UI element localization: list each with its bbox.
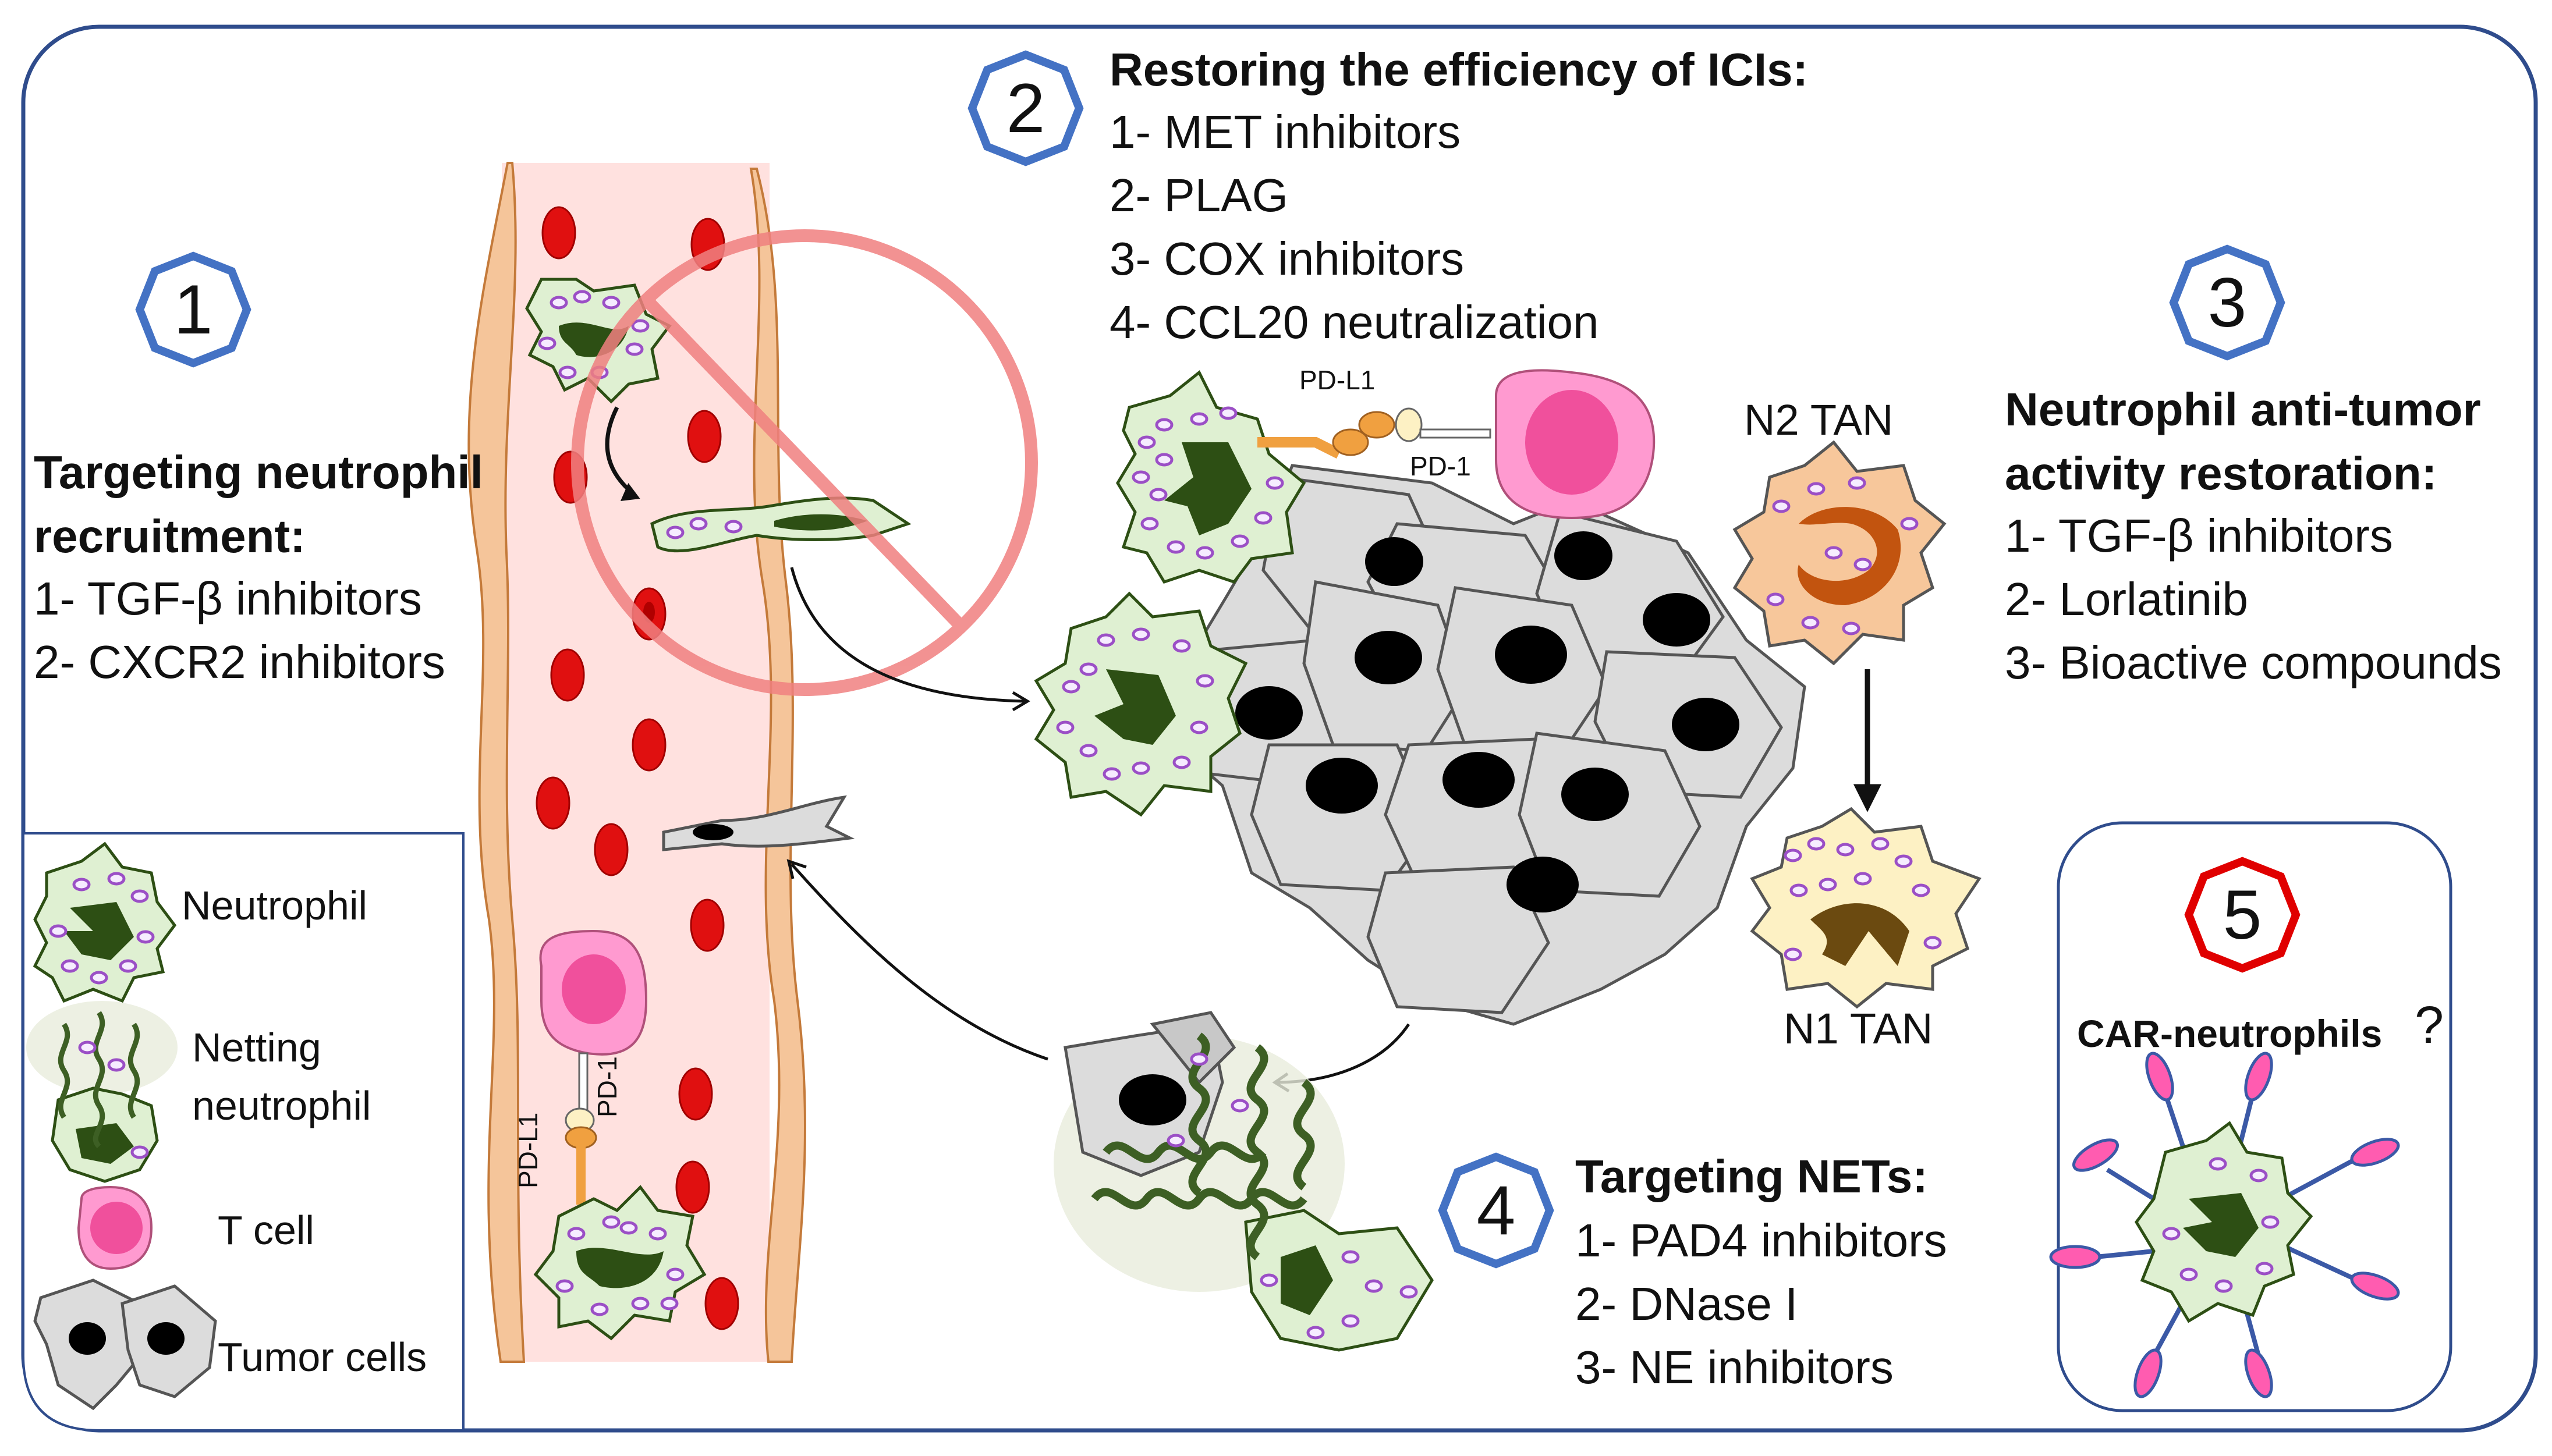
legend-label-t-cell: T cell (218, 1208, 314, 1253)
legend-label-netting-neutrophil: neutrophil (192, 1083, 371, 1128)
tumor-mass (1168, 464, 1806, 1026)
vessel-tumor-cell (662, 795, 855, 851)
legend-box (22, 832, 465, 1432)
prohibition-sign (571, 229, 1038, 696)
panel1-item-2: 2- CXCR2 inhibitors (34, 636, 445, 688)
label-n2-tan: N2 TAN (1744, 396, 1894, 444)
panel3-title-line2: activity restoration: (2005, 448, 2437, 499)
panel2-item-4: 4- CCL20 neutralization (1110, 296, 1599, 348)
panel2-item-1: 1- MET inhibitors (1110, 106, 1461, 158)
badge-4: 4 (1438, 1152, 1554, 1269)
label-n1-tan: N1 TAN (1784, 1004, 1933, 1053)
label-pd-l1-top: PD-L1 (1299, 365, 1376, 395)
panel4-item-1: 1- PAD4 inhibitors (1575, 1214, 1947, 1266)
legend-netting-neutrophil-icon (26, 1001, 178, 1183)
panel2-title: Restoring the efficiency of ICIs: (1110, 44, 1809, 95)
car-neutrophil (2049, 1052, 2400, 1398)
tumor-t-cell (1495, 369, 1656, 520)
legend-neutrophil-icon (33, 841, 177, 1003)
legend-label-netting: Netting (192, 1025, 321, 1070)
arrows (605, 406, 1882, 1093)
panel5-title: CAR-neutrophils (2077, 1012, 2383, 1055)
legend-label-neutrophil: Neutrophil (182, 883, 368, 928)
label-pd-1-top: PD-1 (1410, 451, 1471, 481)
label-pd-l1-vessel: PD-L1 (513, 1112, 543, 1188)
panel3-item-1: 1- TGF-β inhibitors (2005, 510, 2393, 562)
panel3-item-2: 2- Lorlatinib (2005, 573, 2249, 625)
legend-label-tumor-cells: Tumor cells (218, 1334, 427, 1380)
label-pd-1-vessel: PD-1 (592, 1056, 622, 1117)
panel5-question-mark: ? (2415, 996, 2444, 1054)
panel4-title: Targeting NETs: (1575, 1150, 1928, 1202)
panel2-item-2: 2- PLAG (1110, 169, 1288, 221)
tumor-nuclei (1235, 531, 1739, 912)
panel4-item-2: 2- DNase I (1575, 1278, 1798, 1330)
vessel-wall-right (749, 168, 806, 1363)
legend-tumor-cells-icon (33, 1279, 217, 1411)
n2-tan-cell (1732, 440, 1947, 666)
tumor-neutrophil-pdl1 (1116, 370, 1491, 584)
panel2-item-3: 3- COX inhibitors (1110, 233, 1465, 285)
panel1-item-1: 1- TGF-β inhibitors (34, 573, 422, 624)
vessel-wall-left (467, 162, 526, 1363)
badge-1: 1 (135, 251, 251, 368)
badge-3: 3 (2169, 244, 2285, 361)
vessel-neutrophil-bottom (533, 1185, 707, 1341)
netting-neutrophil-group (1054, 1011, 1434, 1352)
n1-tan-cell (1750, 807, 1982, 1009)
tumor-neutrophil-left (1034, 591, 1248, 817)
panel1-title-line2: recruitment: (34, 510, 306, 562)
panel1-title-line1: Targeting neutrophil (34, 446, 483, 498)
panel3-title-line1: Neutrophil anti-tumor (2005, 383, 2481, 435)
panel3-item-3: 3- Bioactive compounds (2005, 637, 2502, 688)
panel4-item-3: 3- NE inhibitors (1575, 1341, 1894, 1393)
badge-5: 5 (2184, 857, 2301, 973)
legend-t-cell-icon (77, 1185, 153, 1270)
badge-2: 2 (967, 50, 1084, 166)
vessel-t-cell (539, 929, 648, 1205)
